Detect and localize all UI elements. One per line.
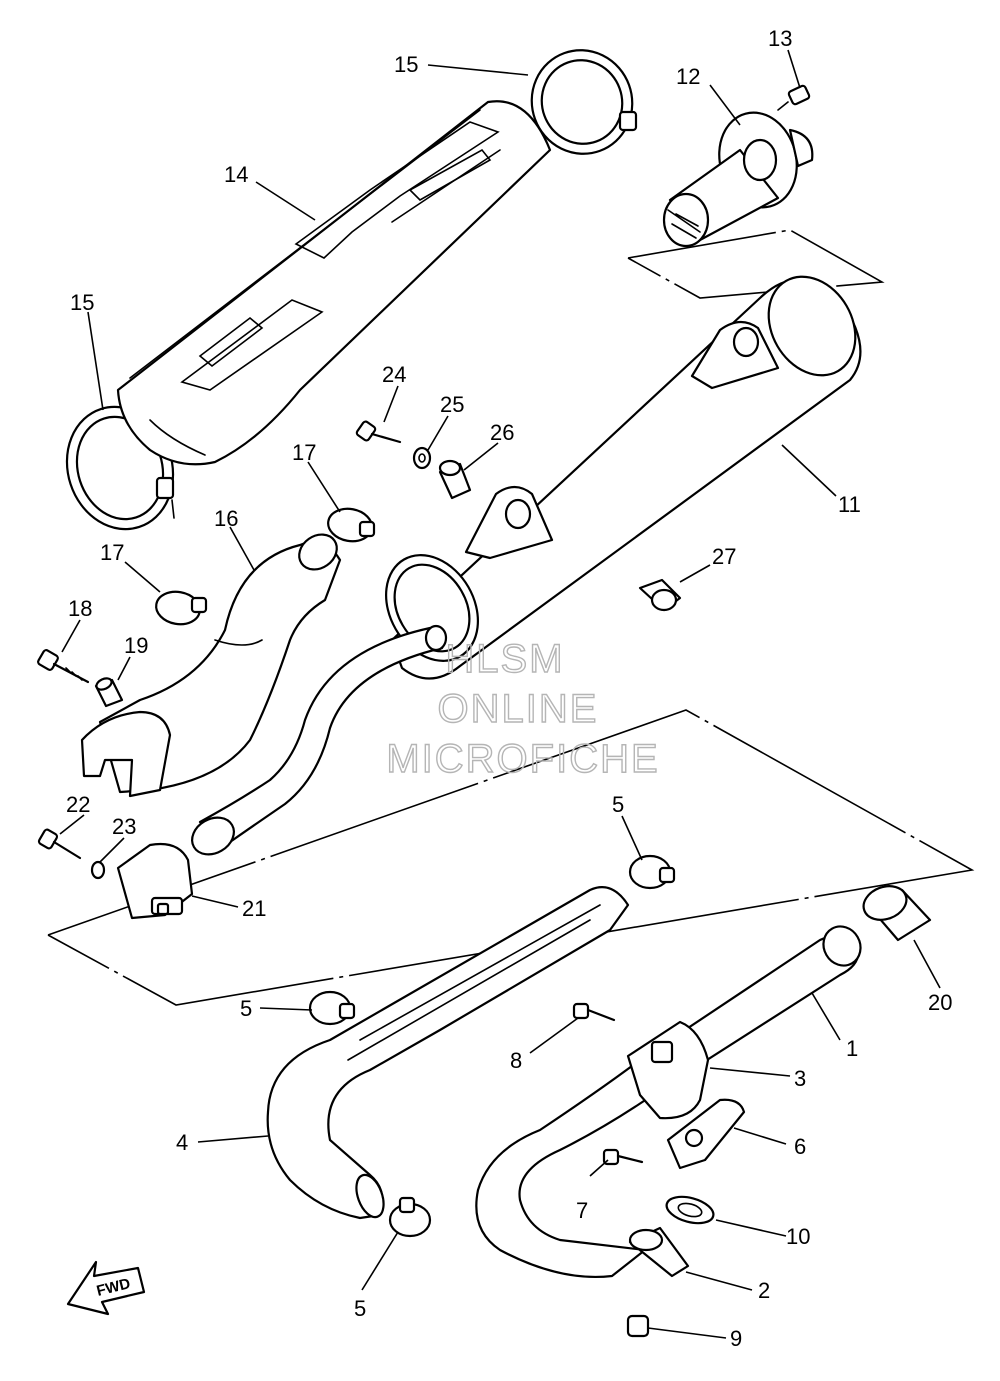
bolt-7 [602, 1148, 644, 1166]
muffler-band-right [530, 49, 638, 155]
flange-2 [628, 1226, 690, 1278]
callout-6: 6 [794, 1134, 806, 1159]
callout-8: 8 [510, 1048, 522, 1073]
washer-25 [412, 446, 432, 470]
callout-20: 20 [928, 990, 952, 1015]
bolt-8 [572, 1002, 616, 1022]
frame-muffler-assembly [47, 709, 975, 1006]
clamp-17-upper [327, 507, 376, 543]
bolt-13 [777, 84, 811, 111]
callout-23: 23 [112, 814, 136, 839]
band-5-middle [308, 990, 356, 1026]
callout-18: 18 [68, 596, 92, 621]
watermark-line-1: HLSM [445, 637, 564, 681]
callout-numbers: 15 13 12 14 15 24 25 26 17 11 16 27 17 1… [66, 26, 952, 1351]
callout-1: 1 [846, 1036, 858, 1061]
callout-17-top: 17 [292, 440, 316, 465]
collar-27 [638, 578, 682, 612]
bolt-18 [37, 649, 90, 684]
clamp-17-lower [155, 590, 208, 626]
grommet-26 [438, 459, 472, 500]
callout-13: 13 [768, 26, 792, 51]
exhaust-joint-pipe [80, 533, 342, 798]
callout-21: 21 [242, 896, 266, 921]
muffler-inlet-pipe [191, 624, 448, 856]
callout-15-left: 15 [70, 290, 94, 315]
callout-26: 26 [490, 420, 514, 445]
callout-2: 2 [758, 1278, 770, 1303]
band-5-upper [628, 854, 676, 890]
bolt-22 [37, 828, 82, 860]
exhaust-pipe [475, 925, 862, 1279]
bolt-24 [355, 420, 402, 444]
frame-spark-arrester [627, 229, 885, 299]
callout-25: 25 [440, 392, 464, 417]
callout-14: 14 [224, 162, 248, 187]
muffler-protector [116, 100, 552, 466]
callout-3: 3 [794, 1066, 806, 1091]
callout-5-middle: 5 [240, 996, 252, 1021]
joint-21 [116, 842, 194, 920]
washer-23 [90, 860, 106, 880]
callout-16: 16 [214, 506, 238, 531]
callout-24: 24 [382, 362, 406, 387]
nut-9 [626, 1314, 650, 1338]
callout-22: 22 [66, 792, 90, 817]
gasket-20 [862, 885, 932, 942]
muffler [384, 275, 862, 680]
callout-9: 9 [730, 1326, 742, 1351]
forward-arrow-icon: FWD [66, 1260, 146, 1316]
callout-10: 10 [786, 1224, 810, 1249]
joint-holder-6 [666, 1098, 746, 1170]
callout-7: 7 [576, 1198, 588, 1223]
callout-15-top: 15 [394, 52, 418, 77]
callout-12: 12 [676, 64, 700, 89]
bracket-3 [626, 1020, 710, 1120]
watermark: HLSM ONLINE MICROFICHE [386, 636, 659, 781]
leader-lines [59, 49, 941, 1339]
gasket-10 [665, 1195, 715, 1225]
callout-17-lower: 17 [100, 540, 124, 565]
callout-11: 11 [838, 492, 861, 517]
band-5-lower [388, 1196, 432, 1238]
callout-27: 27 [712, 544, 736, 569]
collar-19 [94, 677, 124, 708]
watermark-line-3: MICROFICHE [386, 737, 659, 781]
callout-4: 4 [176, 1130, 188, 1155]
exhaust-pipe-protector [266, 886, 630, 1220]
callout-19: 19 [124, 633, 148, 658]
spark-arrester [662, 111, 814, 248]
watermark-line-2: ONLINE [438, 687, 599, 731]
callout-5-lower: 5 [354, 1296, 366, 1321]
callout-5-top: 5 [612, 792, 624, 817]
